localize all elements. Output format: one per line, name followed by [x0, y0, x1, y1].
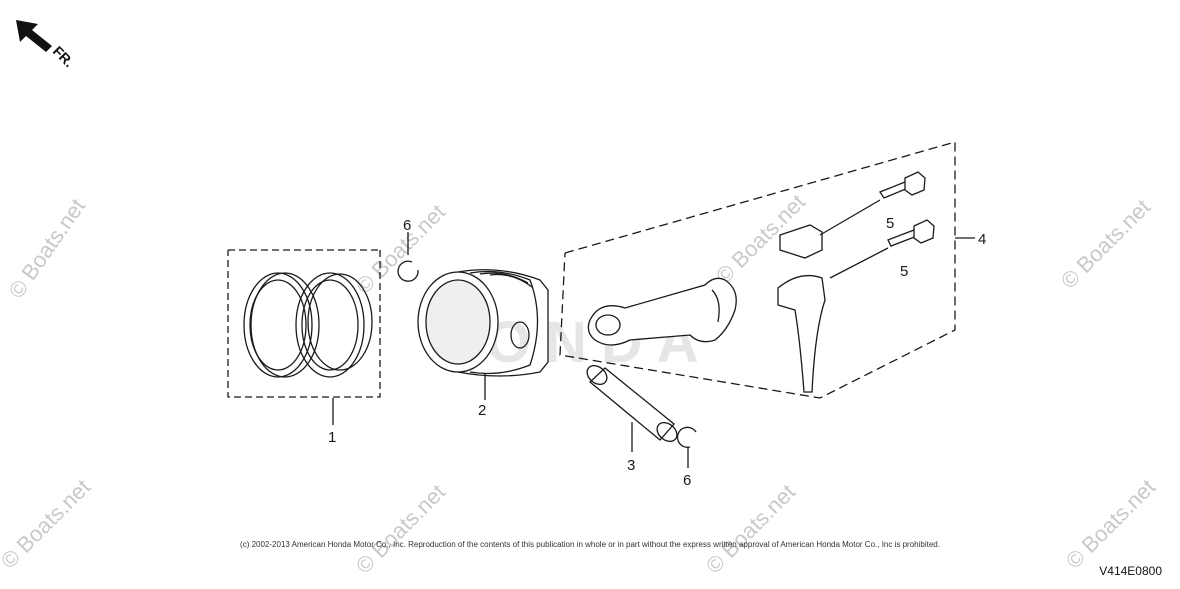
- watermark-right-top: © Boats.net: [1056, 194, 1155, 293]
- diagram-code: V414E0800: [1099, 564, 1162, 578]
- watermark-bottom-left: © Boats.net: [0, 474, 95, 573]
- front-direction-label: FR.: [50, 43, 77, 70]
- piston-pin-group: [586, 364, 678, 452]
- watermark-bottom-center: © Boats.net: [351, 479, 450, 578]
- callout-connecting-rod-set: 4: [978, 231, 986, 248]
- piston-rings-group: [227, 249, 381, 425]
- callout-piston: 2: [478, 402, 486, 419]
- watermark-left: © Boats.net: [4, 194, 91, 303]
- front-direction-arrow-icon: [16, 20, 52, 52]
- callout-clip-upper: 6: [403, 217, 411, 234]
- clip-lower-group: [676, 426, 697, 468]
- callout-piston-rings: 1: [328, 429, 336, 446]
- callout-piston-pin: 3: [627, 457, 635, 474]
- copyright-notice: (c) 2002-2013 American Honda Motor Co., …: [240, 540, 940, 549]
- connecting-rod-set-group: [559, 141, 975, 399]
- piston-group: [417, 269, 549, 400]
- watermark-bottom-right: © Boats.net: [1061, 474, 1160, 573]
- callout-rod-bolt-lower: 5: [900, 263, 908, 280]
- watermark-bottom-mid: © Boats.net: [701, 479, 800, 578]
- callout-rod-bolt-upper: 5: [886, 215, 894, 232]
- callout-clip-lower: 6: [683, 472, 691, 489]
- clip-upper-group: [397, 232, 419, 282]
